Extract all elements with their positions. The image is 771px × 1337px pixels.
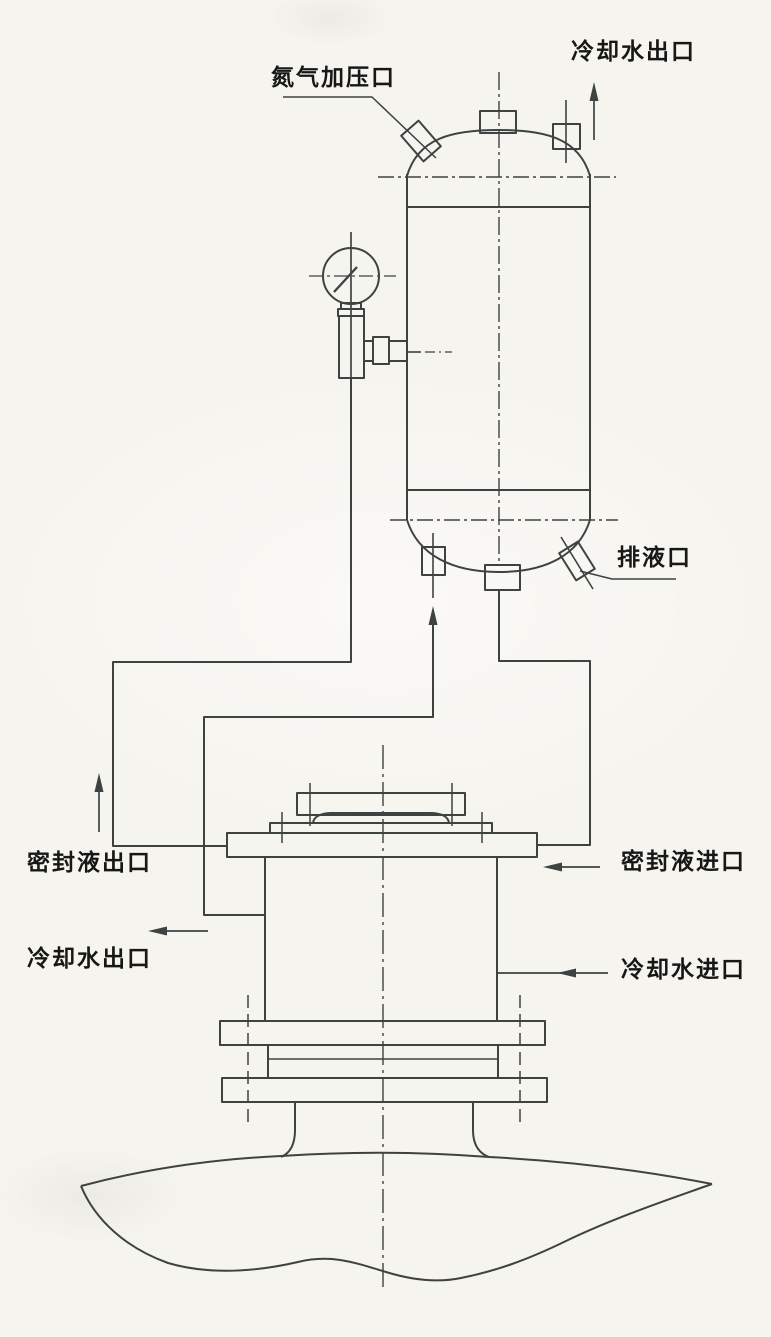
pressure-gauge: [309, 232, 452, 379]
bottom-center-nozzle: [484, 564, 521, 591]
seal-liquid-outlet-up-arrow-icon: [94, 773, 104, 832]
seal-liquid-outlet-pipe: [112, 378, 352, 847]
seal-packing-hump: [312, 812, 450, 824]
riser-pipe-up-arrow-icon: [428, 606, 438, 625]
flow-arrows: [94, 82, 600, 978]
label-drain-port: 排液口: [617, 544, 692, 570]
cooling-water-outlet-left-arrow-icon: [148, 926, 208, 936]
nitrogen-label-leader: [283, 96, 437, 159]
label-cooling-water-inlet: 冷却水进口: [621, 956, 746, 982]
gauge-tank-fitting: [363, 336, 452, 365]
tank-top-center-nozzle: [479, 110, 517, 134]
seal-liquid-inlet-left-arrow-icon: [543, 862, 600, 872]
casing-neck-right: [472, 1102, 490, 1158]
bottom-left-nozzle: [421, 533, 446, 598]
gauge-needle: [333, 266, 358, 293]
drain-label-leader: [579, 570, 676, 580]
tank-dish-bottom: [406, 519, 591, 573]
label-seal-liquid-outlet: 密封液出口: [27, 849, 152, 875]
volute-top-left-edge: [80, 1155, 282, 1187]
lower-bottom-flange: [221, 1077, 548, 1103]
cooling-water-inlet-arrowhead-icon: [557, 968, 576, 978]
label-cooling-water-outlet-left: 冷却水出口: [27, 945, 152, 971]
cooling-water-riser-pipe: [203, 622, 434, 916]
seal-pot-tank: [378, 72, 618, 598]
label-nitrogen-pressurizing-port: 氮气加压口: [271, 64, 396, 90]
volute-top-right-edge: [488, 1156, 713, 1185]
piping: [112, 378, 608, 974]
pump-casing: [80, 1102, 713, 1282]
volute-bottom-break-line: [80, 1183, 713, 1282]
label-seal-liquid-inlet: 密封液进口: [621, 848, 746, 874]
casing-neck-left: [280, 1102, 296, 1158]
drain-nozzle: [558, 536, 596, 590]
volute-under-neck: [280, 1151, 490, 1158]
cooling-water-outlet-nozzle: [552, 100, 581, 163]
leader-lines: [283, 96, 676, 580]
label-cooling-water-outlet-top: 冷却水出口: [571, 38, 696, 64]
seal-gland-plate: [296, 792, 466, 816]
mechanical-seal-assembly: [219, 745, 548, 1292]
cooling-water-outlet-up-arrow-icon: [589, 82, 599, 140]
seal-top-flange: [226, 832, 538, 858]
seal-liquid-inlet-pipe: [498, 590, 591, 846]
seal-adapter-plate: [269, 822, 493, 834]
